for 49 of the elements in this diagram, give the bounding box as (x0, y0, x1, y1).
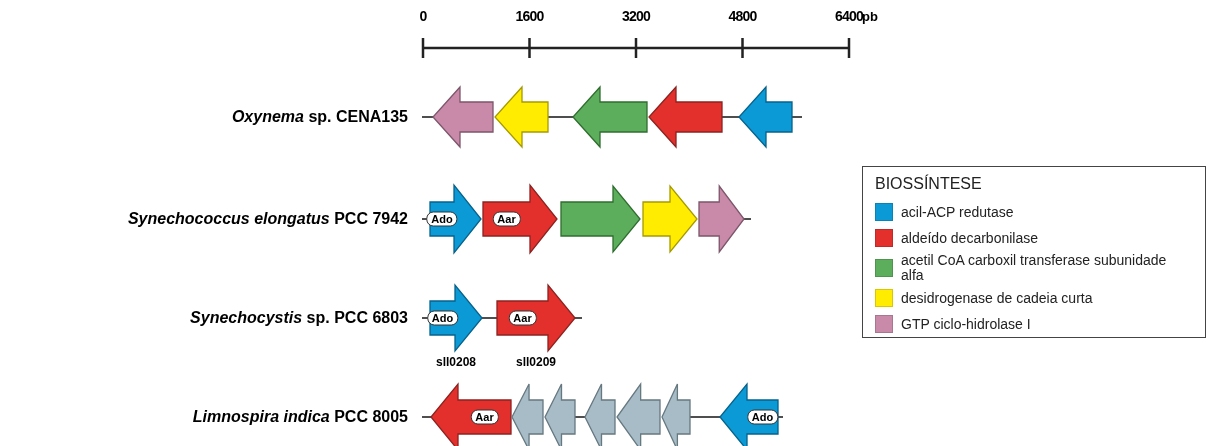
legend-title: BIOSSÍNTESE (875, 175, 982, 193)
species-name: Synechococcus elongatus PCC 7942 (127, 210, 408, 228)
dna-line (547, 116, 574, 118)
legend-label: aldeído decarbonilase (901, 230, 1039, 246)
gene-symbol (739, 87, 792, 147)
legend-label: acetil CoA carboxil transferase subunidade alfa (901, 253, 1168, 283)
dna-line (721, 116, 740, 118)
dna-line (421, 416, 432, 418)
scale-tick-label: 3200 (622, 8, 650, 24)
gene-symbol (649, 87, 722, 147)
gene-symbol (720, 384, 778, 446)
legend-label: desidrogenase de cadeia curta (901, 290, 1094, 306)
gene-symbol (495, 87, 548, 147)
dna-line (743, 218, 752, 220)
dna-line (574, 416, 586, 418)
species-name: Limnospira indica PCC 8005 (192, 408, 408, 426)
dna-line (421, 116, 434, 118)
gene-symbol (512, 384, 543, 446)
legend-label: GTP ciclo-hidrolase I (901, 316, 1032, 332)
gene-symbol (643, 186, 697, 252)
gene-symbol (573, 87, 647, 147)
dna-line (689, 416, 721, 418)
species-name: Oxynema sp. CENA135 (231, 108, 408, 126)
scale-tick-label: 0 (419, 8, 427, 24)
dna-line (481, 317, 498, 319)
gene-label: Ado (426, 211, 458, 227)
gene-symbol (617, 384, 660, 446)
dna-line (574, 317, 583, 319)
legend-label: acil-ACP redutase (901, 204, 1015, 220)
gene-label: Ado (426, 310, 459, 326)
gene-id: sll0208 (436, 355, 476, 369)
gene-symbol (430, 285, 482, 351)
gene-symbol (433, 87, 493, 147)
gene-symbol (585, 384, 615, 446)
unit-label: pb (862, 9, 878, 24)
gene-symbol (545, 384, 575, 446)
scale-tick-label: 4800 (728, 8, 757, 24)
gene-id: sll0209 (516, 355, 556, 369)
dna-line (777, 416, 784, 418)
scale-tick-label: 6400 (835, 8, 863, 24)
gene-symbol (497, 285, 575, 351)
dna-line (791, 116, 803, 118)
gene-symbol (699, 186, 744, 252)
scale-tick-label: 1600 (515, 8, 544, 24)
gene-symbol (561, 186, 640, 252)
species-name: Synechocystis sp. PCC 6803 (190, 309, 408, 327)
gene-symbol (483, 185, 557, 253)
gene-symbol (431, 384, 511, 446)
gene-symbol (662, 384, 690, 446)
